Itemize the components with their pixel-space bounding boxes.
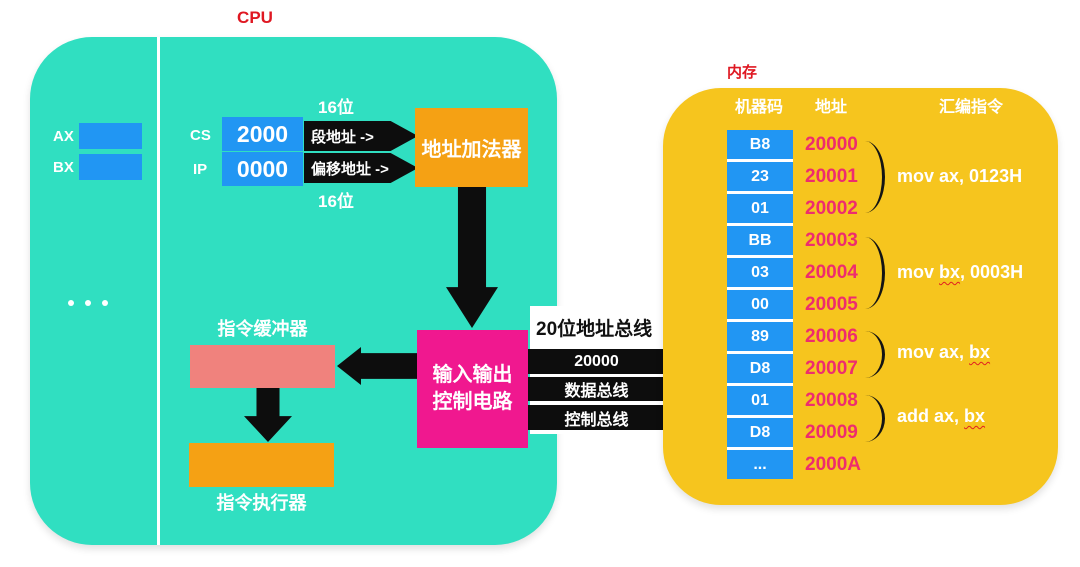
register-bx-box <box>79 154 142 180</box>
address-cell: 20000 <box>805 133 858 155</box>
address-column: 20000 20001 20002 20003 20004 20005 2000… <box>805 130 875 479</box>
instruction-buffer-box <box>190 345 335 388</box>
memory-cell: 01 <box>727 386 793 415</box>
asm-text: , 0003H <box>960 262 1024 282</box>
dot-icon <box>85 300 91 306</box>
io-control-line2: 控制电路 <box>432 391 513 413</box>
asm-misspelled-text: bx <box>939 262 961 282</box>
register-cs-value: 2000 <box>222 117 303 151</box>
asm-misspelled-text: bx <box>964 406 986 426</box>
dot-icon <box>102 300 108 306</box>
address-cell: 20004 <box>805 261 858 283</box>
grouping-brace-icon <box>862 331 885 378</box>
memory-cell: 00 <box>727 290 793 319</box>
assembly-instruction: mov ax, bx <box>897 342 990 363</box>
assembly-instruction: add ax, bx <box>897 406 985 427</box>
memory-cell: D8 <box>727 418 793 447</box>
address-cell: 20001 <box>805 165 858 187</box>
memory-title: 内存 <box>727 64 758 81</box>
address-cell: 20007 <box>805 357 858 379</box>
asm-text: mov ax, 0123H <box>897 166 1023 186</box>
asm-text: mov ax, <box>897 342 970 362</box>
grouping-brace-icon <box>862 141 885 213</box>
address-cell: 2000A <box>805 453 861 475</box>
address-cell: 20005 <box>805 293 858 315</box>
register-ip-label: IP <box>193 161 208 178</box>
register-cs-label: CS <box>190 127 211 144</box>
header-address: 地址 <box>815 99 848 116</box>
address-adder-box: 地址加法器 <box>415 108 528 187</box>
data-bus-bar: 数据总线 <box>528 377 665 401</box>
assembly-instruction: mov ax, 0123H <box>897 166 1022 187</box>
memory-cell: 01 <box>727 194 793 223</box>
address-cell: 20003 <box>805 229 858 251</box>
register-bx-label: BX <box>53 159 74 176</box>
asm-misspelled-text: bx <box>969 342 991 362</box>
instruction-buffer-label: 指令缓冲器 <box>217 319 308 339</box>
io-control-line1: 输入输出 <box>432 364 513 386</box>
memory-cell: BB <box>727 226 793 255</box>
bit-width-top-label: 16位 <box>318 98 354 117</box>
grouping-brace-icon <box>862 395 885 442</box>
address-cell: 20006 <box>805 325 858 347</box>
register-ax-label: AX <box>53 128 74 145</box>
register-ax-box <box>79 123 142 149</box>
cpu-divider-line <box>157 37 160 545</box>
address-cell: 20008 <box>805 389 858 411</box>
address-bus-title: 20位地址总线 <box>531 308 665 346</box>
memory-cell: D8 <box>727 354 793 383</box>
assembly-instruction: mov bx, 0003H <box>897 262 1023 283</box>
memory-cell: B8 <box>727 130 793 159</box>
dot-icon <box>68 300 74 306</box>
address-bus-bar: 20000 <box>528 349 665 374</box>
bit-width-bottom-label: 16位 <box>318 192 354 211</box>
asm-text: mov <box>897 262 940 282</box>
cpu-title: CPU <box>237 8 273 27</box>
register-ip-value: 0000 <box>222 152 303 186</box>
grouping-brace-icon <box>862 237 885 309</box>
memory-cell: 03 <box>727 258 793 287</box>
instruction-executor-label: 指令执行器 <box>216 493 307 513</box>
segment-address-arrow-icon: 段地址 -> <box>304 121 418 151</box>
control-bus-bar: 控制总线 <box>528 405 665 430</box>
io-control-box: 输入输出 控制电路 <box>417 330 528 448</box>
offset-address-arrow-icon: 偏移地址 -> <box>304 153 418 183</box>
address-cell: 20009 <box>805 421 858 443</box>
memory-cell: ... <box>727 450 793 479</box>
machine-code-column: B8 23 01 BB 03 00 89 D8 01 D8 ... <box>727 130 793 479</box>
ellipsis-dots <box>68 300 108 306</box>
instruction-executor-box <box>189 443 334 487</box>
header-assembly: 汇编指令 <box>939 99 1004 116</box>
address-cell: 20002 <box>805 197 858 219</box>
asm-text: add ax, <box>897 406 965 426</box>
memory-cell: 89 <box>727 322 793 351</box>
memory-cell: 23 <box>727 162 793 191</box>
header-machine-code: 机器码 <box>735 99 784 116</box>
